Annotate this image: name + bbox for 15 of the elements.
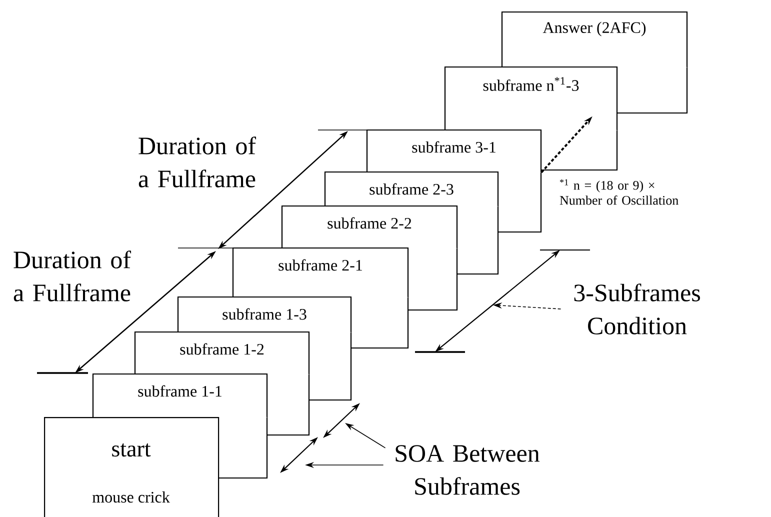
frame-box: Answer (2AFC) [501,11,688,68]
frame-box: subframe 1-3 [177,296,352,332]
node-label: subframe 1-1 [138,385,222,397]
frame-box: subframe 2-1 [232,247,409,298]
annotation-text: SOA Between Subframes [396,445,540,495]
frame-box: subframe n$^{*1}$-3 [444,66,618,130]
footnote: $^{*1}$ n = (18 or 9) × Number of Oscillation [560,179,678,205]
frame-box: subframe 3-1 [366,129,542,172]
frame-box: subframe 2-3 [324,171,499,206]
duration-label: Duration of a Fullframe [14,250,132,302]
frame-box: subframe 1-2 [134,331,310,374]
duration-label: Duration of a Fullframe [138,136,256,188]
frame-box: subframe 1-1 [92,373,268,418]
frame-box: subframe 2-2 [281,205,458,248]
annotation-text: 3-Subframes Condition [574,284,700,334]
